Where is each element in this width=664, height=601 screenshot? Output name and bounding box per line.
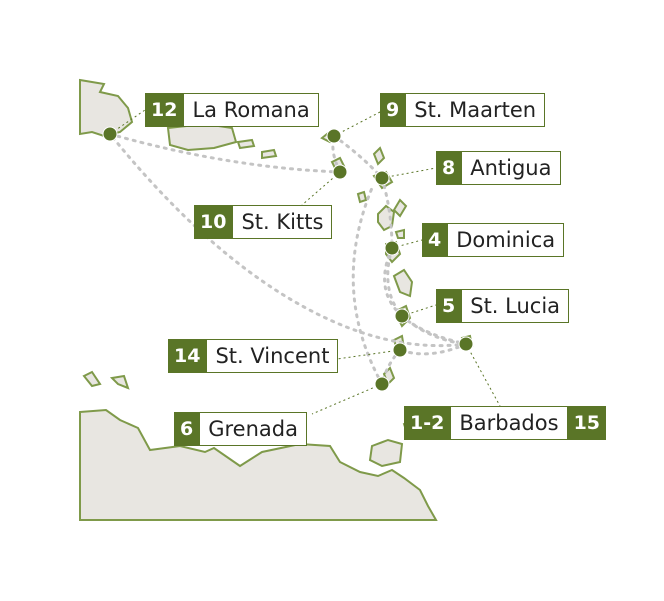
port-number: 10 (194, 205, 233, 239)
label-barbados[interactable]: 1-2 Barbados 15 (404, 406, 607, 440)
marker-antigua[interactable] (374, 170, 390, 186)
port-name: Grenada (199, 412, 307, 446)
port-number: 9 (380, 93, 406, 127)
route-grenada-antigua (351, 186, 384, 386)
leader-la-romana (109, 109, 146, 135)
port-number: 8 (436, 151, 462, 185)
marker-grenada[interactable] (374, 376, 390, 392)
leader-barbados (465, 343, 501, 407)
leader-st-maarten (333, 111, 381, 137)
martinique-island (392, 268, 414, 298)
port-number: 4 (422, 223, 448, 257)
leader-st-kitts (301, 171, 341, 206)
vieques-island (236, 138, 256, 150)
hispaniola-landmass (79, 78, 134, 138)
south-america-landmass (79, 408, 438, 521)
port-number: 5 (436, 289, 462, 323)
label-grenada[interactable]: 6 Grenada (174, 412, 307, 446)
port-number: 12 (145, 93, 184, 127)
label-antigua[interactable]: 8 Antigua (436, 151, 561, 185)
route-dominica-barbados (383, 246, 468, 346)
label-st-maarten[interactable]: 9 St. Maarten (380, 93, 546, 127)
route-la-romana-st-kitts (108, 132, 342, 174)
route-barbados-la-romana (108, 132, 468, 348)
label-st-lucia[interactable]: 5 St. Lucia (436, 289, 570, 323)
port-name: Dominica (447, 223, 565, 257)
label-dominica[interactable]: 4 Dominica (422, 223, 565, 257)
leader-antigua (381, 167, 437, 179)
port-markers (102, 126, 474, 392)
marker-st-lucia[interactable] (394, 308, 410, 324)
port-name: St. Vincent (206, 339, 339, 373)
label-la-romana[interactable]: 12 La Romana (145, 93, 319, 127)
port-name: Barbados (450, 406, 568, 440)
label-st-kitts[interactable]: 10 St. Kitts (194, 205, 333, 239)
port-name: La Romana (183, 93, 319, 127)
port-number-return: 15 (567, 406, 607, 440)
leader-st-vincent (329, 349, 401, 361)
port-number: 1-2 (404, 406, 451, 440)
aruba-island (82, 370, 102, 388)
marie-galante-island (394, 228, 405, 239)
label-st-vincent[interactable]: 14 St. Vincent (168, 339, 339, 373)
port-number: 6 (174, 412, 200, 446)
virgin-island (261, 148, 278, 160)
marker-barbados[interactable] (458, 336, 474, 352)
barbuda-island (372, 146, 386, 166)
marker-st-kitts[interactable] (332, 164, 348, 180)
port-name: St. Lucia (461, 289, 570, 323)
marker-st-vincent[interactable] (392, 342, 408, 358)
port-name: St. Maarten (405, 93, 546, 127)
trinidad-island (368, 438, 404, 468)
curacao-island (109, 374, 130, 390)
port-name: Antigua (461, 151, 561, 185)
marker-dominica[interactable] (384, 240, 400, 256)
port-name: St. Kitts (232, 205, 333, 239)
port-number: 14 (168, 339, 207, 373)
marker-st-maarten[interactable] (326, 128, 342, 144)
montserrat-island (356, 190, 368, 204)
marker-la-romana[interactable] (102, 126, 118, 142)
